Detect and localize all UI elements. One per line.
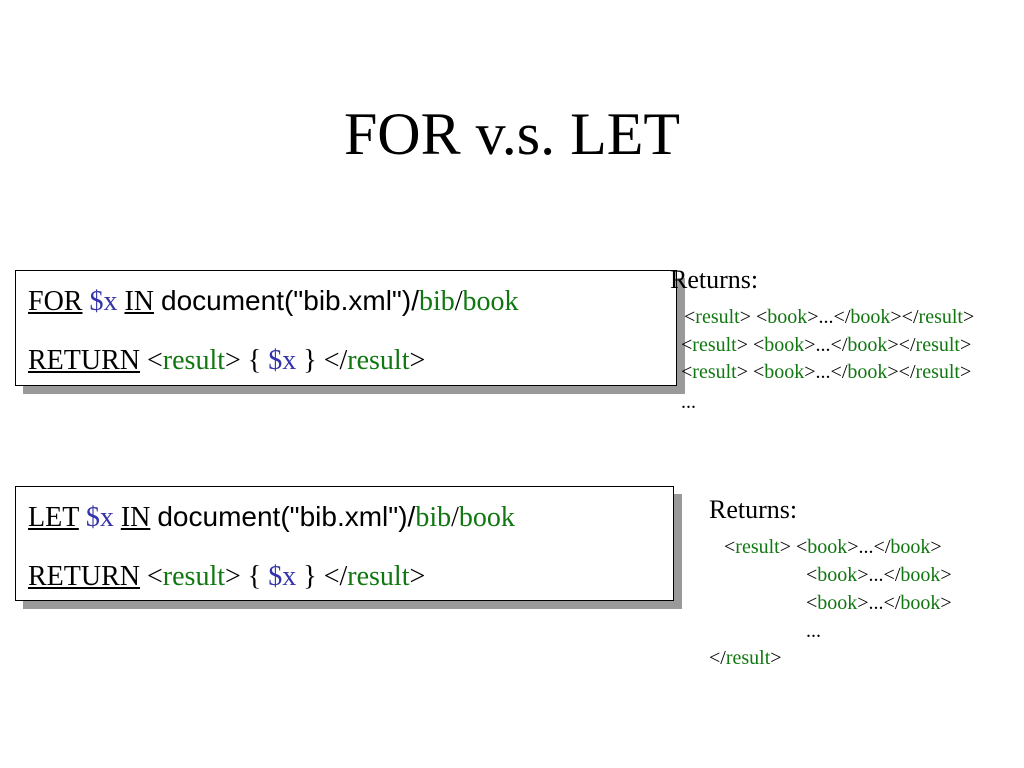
path-bib: bib: [415, 502, 452, 533]
lt: <: [724, 536, 736, 558]
result-tag: result: [692, 361, 737, 383]
result-tag: result: [915, 334, 960, 356]
book-tag: book: [817, 564, 858, 586]
variable-x: $x: [268, 345, 297, 376]
separator: > <: [739, 306, 768, 328]
variable-x: $x: [85, 502, 114, 533]
result-tag: result: [162, 561, 226, 592]
result-tag: result: [162, 345, 226, 376]
lt: <: [684, 306, 696, 328]
brace-close: } </: [303, 345, 348, 376]
let-query-line-1: LET $x IN document("bib.xml")/bib/book: [28, 500, 515, 535]
content-dots: >...</: [804, 334, 848, 356]
result-tag: result: [918, 306, 963, 328]
result-tag: result: [725, 647, 771, 669]
let-returns-label: Returns:: [709, 495, 798, 524]
let-book-line: <book>...</book>: [806, 563, 952, 587]
lt: <: [806, 592, 818, 614]
lt: <: [806, 564, 818, 586]
for-query-box: FOR $x IN document("bib.xml")/bib/book R…: [15, 270, 677, 386]
variable-x: $x: [89, 286, 118, 317]
content-dots: >...</: [804, 361, 848, 383]
book-tag: book: [767, 306, 808, 328]
separator: > <: [779, 536, 808, 558]
tag-open-bracket: <: [147, 345, 163, 376]
tag-close-bracket: >: [409, 561, 426, 592]
let-book-line: <book>...</book>: [806, 591, 952, 615]
path-book: book: [462, 286, 519, 317]
separator: ></: [890, 306, 919, 328]
result-tag: result: [695, 306, 740, 328]
variable-x: $x: [268, 561, 297, 592]
gt: >: [930, 536, 942, 558]
path-bib: bib: [418, 286, 455, 317]
separator: ></: [887, 361, 916, 383]
let-query-line-2: RETURN <result> { $x } </result>: [28, 560, 425, 594]
let-return-ellipsis: ...: [806, 620, 821, 642]
for-return-line: <result> <book>...</book></result>: [681, 360, 971, 384]
lt: <: [681, 361, 693, 383]
return-keyword: RETURN: [28, 561, 140, 592]
for-keyword: FOR: [28, 286, 83, 317]
for-returns-label: Returns:: [670, 265, 759, 294]
content-dots: >...</: [807, 306, 851, 328]
result-tag: result: [915, 361, 960, 383]
tag-open-bracket: <: [147, 561, 163, 592]
let-keyword: LET: [28, 502, 79, 533]
gt: >: [959, 361, 972, 383]
separator: > <: [736, 334, 765, 356]
gt: >: [962, 306, 975, 328]
let-result-close-line: </result>: [709, 646, 782, 670]
slide-title: FOR v.s. LET: [343, 101, 681, 167]
for-query-line-1: FOR $x IN document("bib.xml")/bib/book: [28, 284, 519, 319]
separator: > <: [736, 361, 765, 383]
path-slash: /: [454, 286, 463, 317]
let-return-line: <result> <book>...</book>: [724, 535, 942, 559]
result-tag: result: [735, 536, 780, 558]
book-tag: book: [817, 592, 858, 614]
let-query-box: LET $x IN document("bib.xml")/bib/book R…: [15, 486, 674, 601]
content-dots: >...</: [857, 564, 901, 586]
result-tag: result: [347, 561, 410, 592]
document-call: document("bib.xml")/: [161, 285, 419, 316]
in-keyword: IN: [124, 286, 155, 317]
tag-close-bracket: >: [409, 345, 426, 376]
gt: >: [959, 334, 972, 356]
book-tag: book: [807, 536, 848, 558]
lt: <: [681, 334, 693, 356]
path-book: book: [458, 502, 515, 533]
for-return-ellipsis: ...: [681, 391, 696, 413]
book-tag: book: [890, 536, 931, 558]
book-tag: book: [850, 306, 891, 328]
brace-close: } </: [303, 561, 348, 592]
gt: >: [940, 592, 952, 614]
in-keyword: IN: [120, 502, 151, 533]
tag-close-brace: > {: [225, 561, 262, 592]
gt: >: [940, 564, 952, 586]
tag-close-brace: > {: [225, 345, 262, 376]
book-tag: book: [764, 361, 805, 383]
for-query-line-2: RETURN <result> { $x } </result>: [28, 344, 425, 378]
lt-slash: </: [709, 647, 726, 669]
path-slash: /: [451, 502, 459, 533]
result-tag: result: [692, 334, 737, 356]
book-tag: book: [900, 564, 941, 586]
book-tag: book: [847, 361, 888, 383]
result-tag: result: [347, 345, 410, 376]
content-dots: >...</: [857, 592, 901, 614]
separator: ></: [887, 334, 916, 356]
document-call: document("bib.xml")/: [157, 501, 416, 532]
book-tag: book: [764, 334, 805, 356]
book-tag: book: [900, 592, 941, 614]
content-dots: >...</: [847, 536, 891, 558]
book-tag: book: [847, 334, 888, 356]
gt: >: [770, 647, 782, 669]
return-keyword: RETURN: [28, 345, 140, 376]
for-return-line: <result> <book>...</book></result>: [681, 333, 971, 357]
for-return-line: <result> <book>...</book></result>: [684, 305, 974, 329]
